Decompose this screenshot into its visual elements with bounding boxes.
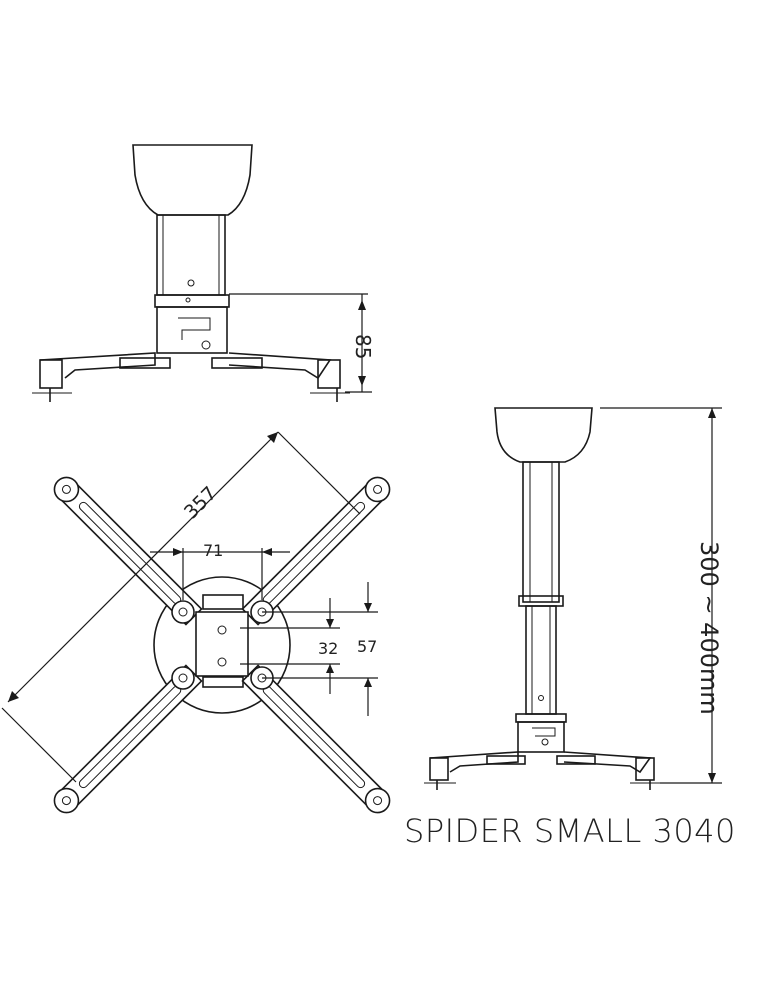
dim-side-height: 85	[351, 334, 375, 359]
product-title: SPIDER SMALL 3040	[404, 812, 736, 850]
dim-diagonal: 357	[180, 482, 221, 523]
dim-extension: 300 ~ 400mm	[695, 541, 723, 715]
top-view-spider	[1, 431, 391, 814]
side-view-short	[32, 144, 372, 402]
side-view-extended	[424, 407, 722, 790]
dim-inner-height: 32	[318, 639, 338, 658]
dim-hole-spacing: 71	[203, 541, 223, 560]
dim-outer-height: 57	[357, 637, 377, 656]
